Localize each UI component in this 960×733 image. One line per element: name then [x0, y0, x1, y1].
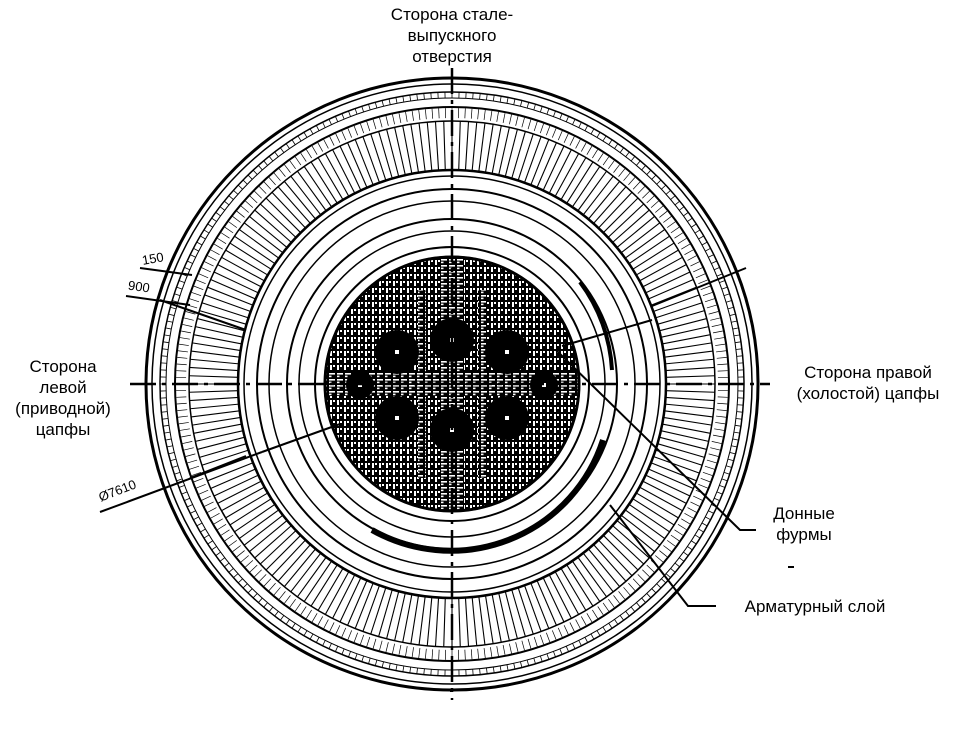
label-left-trunnion-side: Сторона левой (приводной) цапфы — [2, 356, 124, 440]
label-right-trunnion-side: Сторона правой (холостой) цапфы — [782, 362, 954, 404]
center-lines — [130, 68, 770, 700]
dimension-900: 900 — [127, 277, 151, 296]
tick-marks — [450, 566, 794, 692]
radial-bricks — [189, 121, 715, 647]
dimension-leaders — [99, 267, 341, 513]
label-tap-hole-side: Сторона стале- выпускного отверстия — [372, 4, 532, 67]
label-working-layer: Арматурный слой — [744, 597, 886, 616]
callout-leaders — [555, 319, 756, 607]
label-bottom-tuyeres: Донные фурмы — [758, 503, 850, 545]
